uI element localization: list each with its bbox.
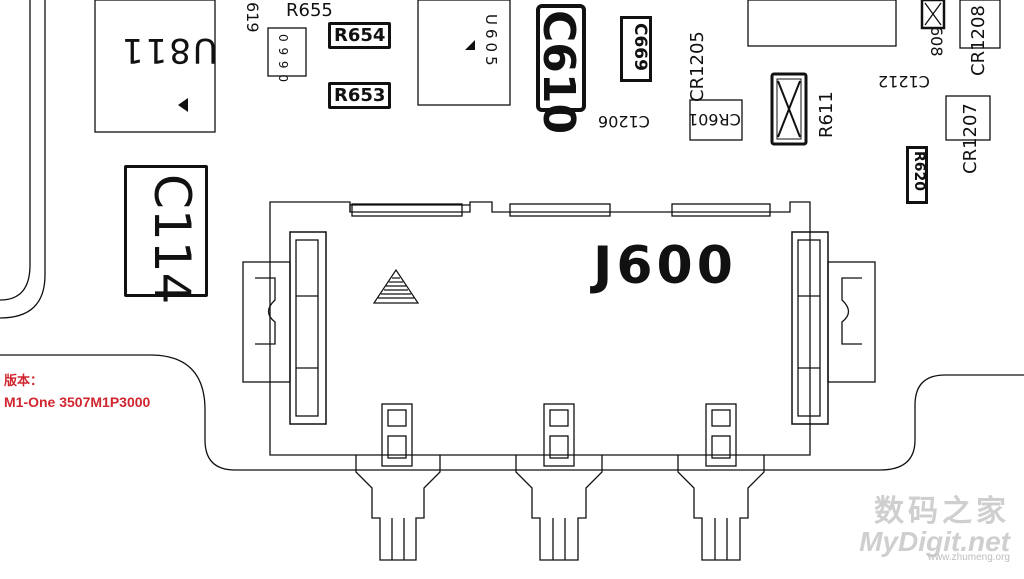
pin1-markers [178,40,475,304]
designator-cr1207: CR1207 [960,103,981,174]
u811-package [94,0,216,133]
designator-c1212: C1212 [878,72,930,91]
designator-u605: U605 [482,14,500,70]
cr1207-outline [945,95,991,141]
designator-c610: C610 [533,4,586,134]
ic-package-top-right [747,0,897,47]
designator-r611: R611 [816,91,837,138]
watermark-cn: 数码之家 [874,495,1010,528]
watermark-en: MyDigit.net [859,526,1010,557]
version-text: M1-One 3507M1P3000 [4,394,151,410]
designator-cr1208: CR1208 [968,5,989,76]
watermark: 数码之家 MyDigit.net www.zhumeng.org [859,486,1010,563]
designator-c619: 619 [243,2,262,33]
u605-package [417,0,511,106]
designator-r654: R654 [328,22,392,49]
designator-c610-text: C610 [533,10,584,135]
j600-connector [242,201,876,561]
board-cutout-left [0,0,46,319]
watermark-url: www.zhumeng.org [927,552,1010,563]
part-marking-c619: 0 9 9 0 [276,34,290,83]
cr601-outline [689,99,743,141]
designator-c114-text: C114 [143,174,201,305]
designator-c669: C669 [620,16,652,82]
designator-r620-text: R620 [911,151,927,192]
r611-outline [770,72,808,146]
designator-u811: U811 [120,30,218,70]
designator-c1206: C1206 [598,112,650,131]
version-title: 版本： [4,373,44,388]
cr1208-outline [959,0,1001,49]
c619-outline [267,27,307,77]
designator-r620: R620 [906,146,928,204]
designator-r653: R653 [328,82,392,109]
designator-c669-text: C669 [630,23,650,71]
designator-d608: 608 [927,26,946,57]
designator-cr601: CR601 [688,110,741,129]
designator-cr1205: CR1205 [687,31,708,102]
designator-c114: C114 [124,165,208,304]
designator-j600: J600 [593,236,737,296]
designator-r655: R655 [286,0,333,21]
board-outline [0,354,1024,471]
